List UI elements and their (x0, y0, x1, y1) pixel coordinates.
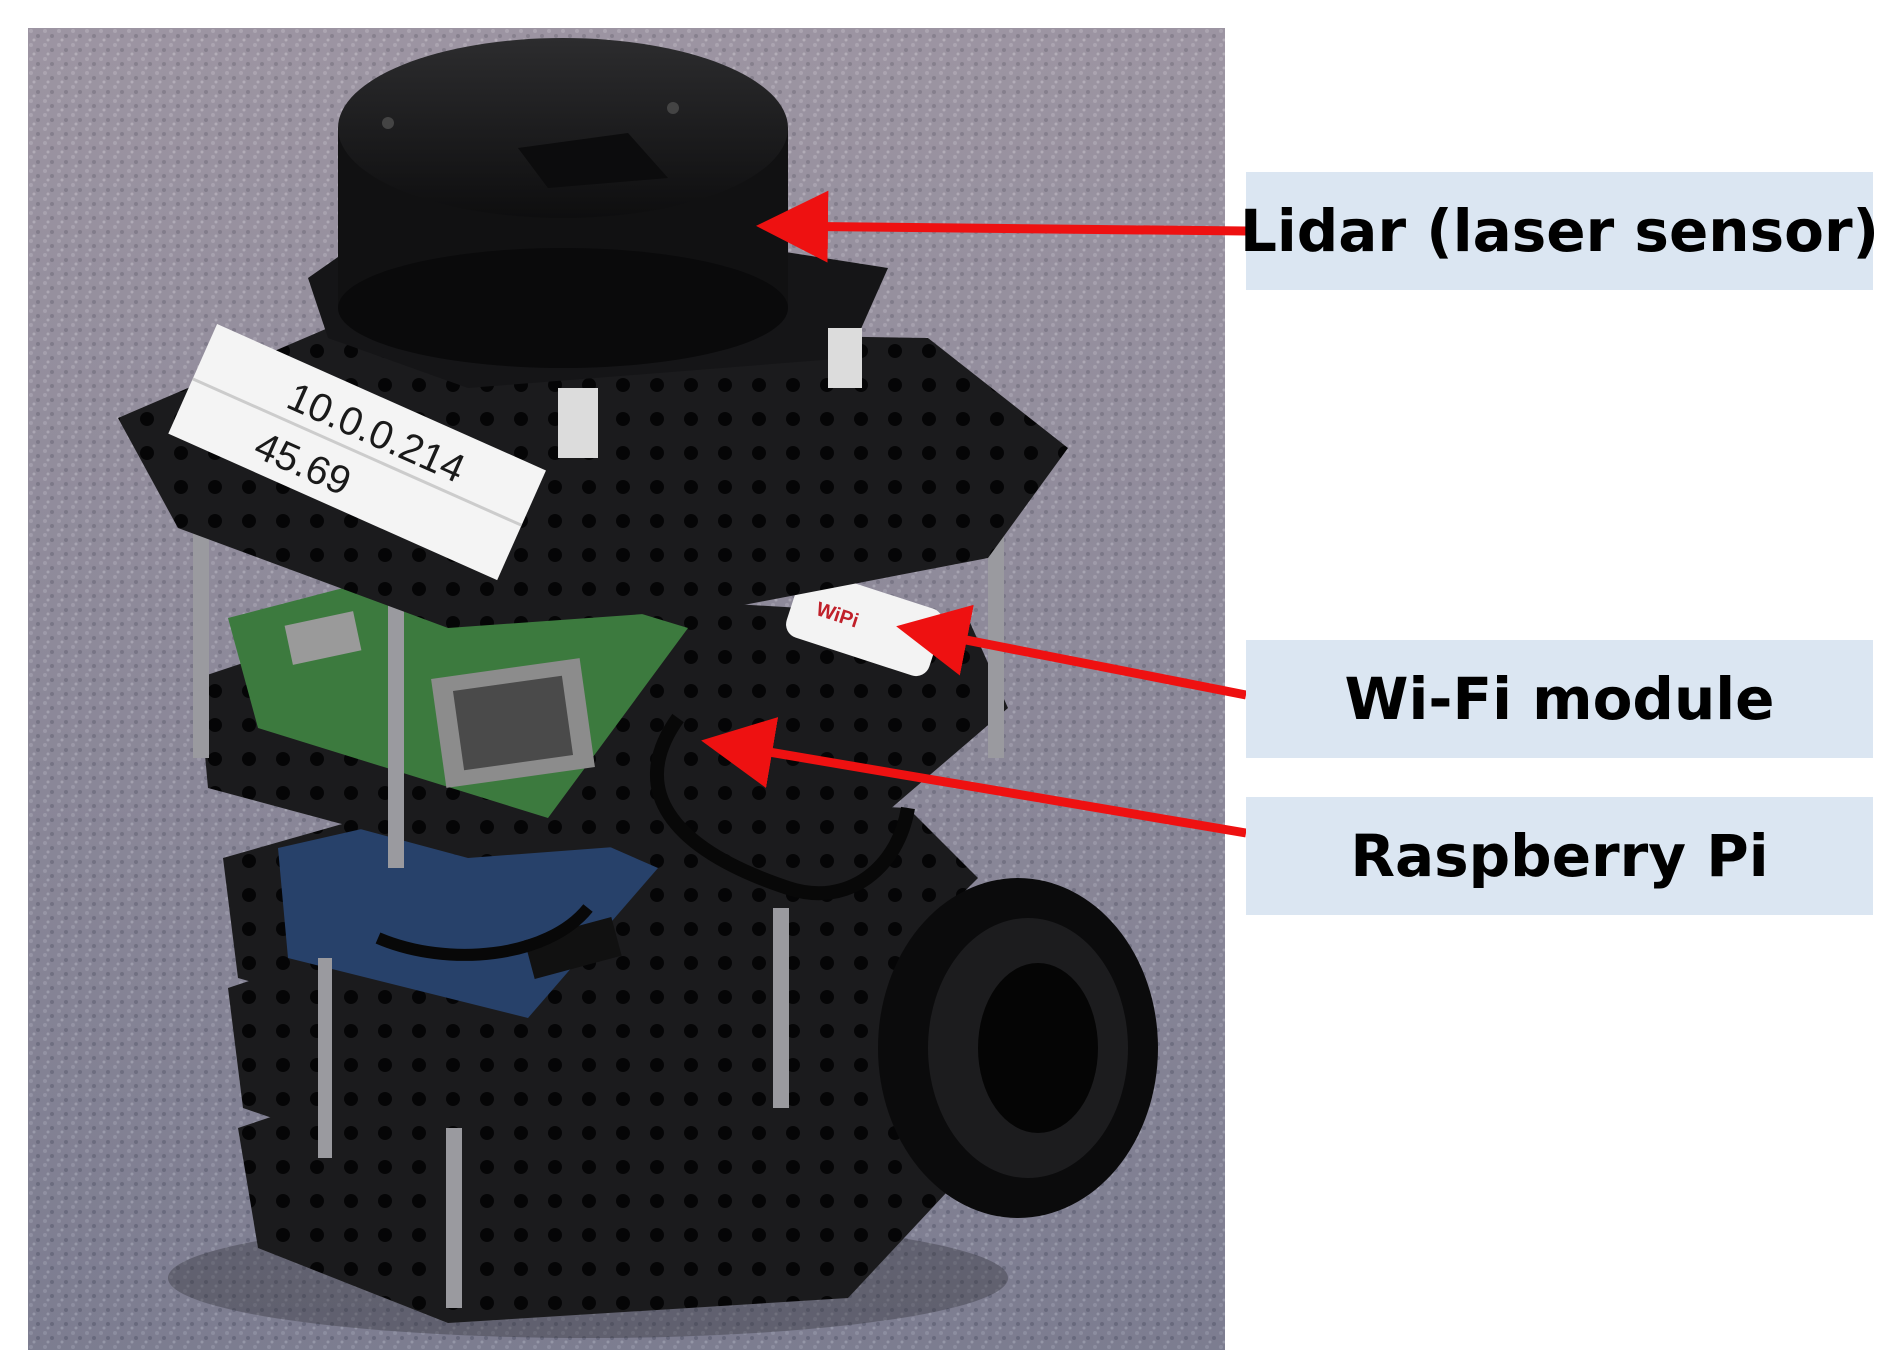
turtlebot-robot-photo: WiPi 10.0.0.214 45.69 (28, 28, 1225, 1350)
wifi-module-label: Wi-Fi module (1246, 640, 1873, 758)
lidar-sensor (338, 38, 788, 368)
lidar-label: Lidar (laser sensor) (1240, 172, 1879, 290)
ip-sticker: 10.0.0.214 45.69 (168, 324, 546, 581)
wheel (878, 878, 1158, 1218)
raspberry-pi-label-text: Raspberry Pi (1350, 822, 1769, 890)
raspberry-pi-label: Raspberry Pi (1246, 797, 1873, 915)
robot-photo: WiPi 10.0.0.214 45.69 (28, 28, 1225, 1350)
wifi-module-label-text: Wi-Fi module (1344, 665, 1775, 733)
lidar-label-text: Lidar (laser sensor) (1239, 197, 1880, 265)
